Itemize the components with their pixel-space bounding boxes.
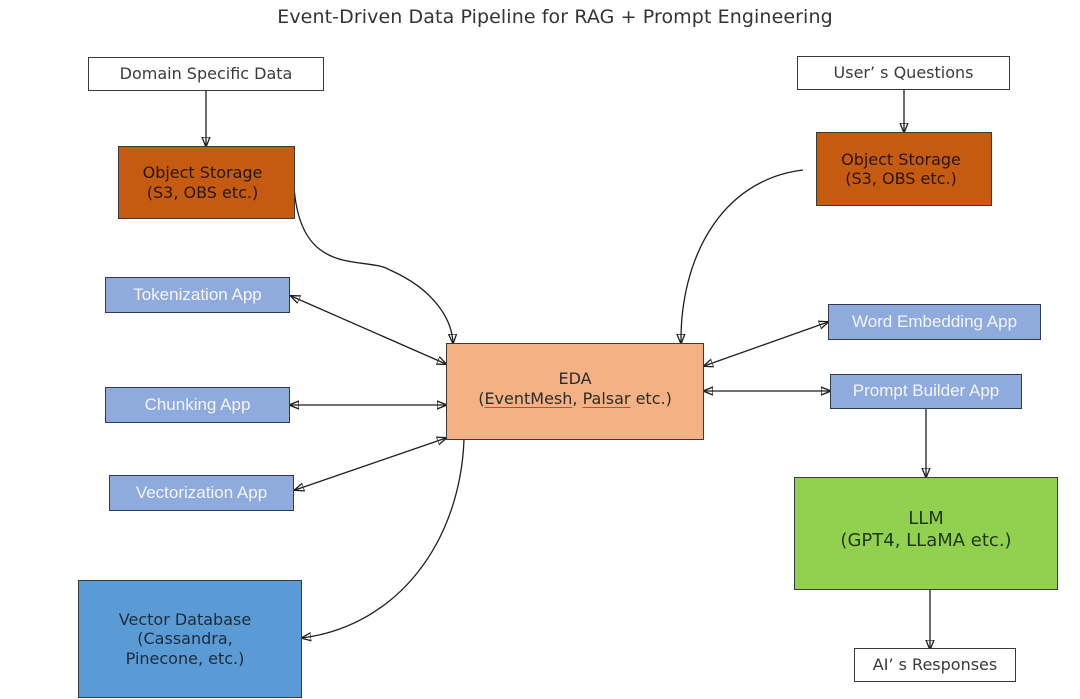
domain-specific-data-label: Domain Specific Data bbox=[119, 64, 293, 84]
word-embedding-app-node[interactable]: Word Embedding App bbox=[828, 304, 1041, 340]
eda-subtitle-open: ( bbox=[478, 388, 485, 408]
edge-eda-vectorization bbox=[295, 438, 446, 490]
object-storage-right-node[interactable]: Object Storage (S3, OBS etc.) bbox=[816, 132, 992, 206]
word-embedding-app-label: Word Embedding App bbox=[851, 311, 1018, 331]
eda-palsar: Palsar bbox=[582, 388, 631, 408]
user-questions-node[interactable]: User’ s Questions bbox=[797, 56, 1010, 90]
ai-responses-node[interactable]: AI’ s Responses bbox=[854, 648, 1016, 682]
vector-database-subtitle-1: (Cassandra, bbox=[137, 629, 233, 649]
edge-eda-to-vector-db bbox=[302, 439, 465, 638]
object-storage-left-subtitle: (S3, OBS etc.) bbox=[146, 182, 259, 202]
llm-title: LLM bbox=[908, 507, 944, 529]
eda-node[interactable]: EDA (EventMesh, Palsar etc.) bbox=[446, 343, 704, 440]
tokenization-app-label: Tokenization App bbox=[133, 284, 262, 304]
vector-database-subtitle-2: Pinecone, etc.) bbox=[125, 648, 245, 668]
edge-storage-left-to-eda bbox=[293, 185, 453, 343]
eda-subtitle: (EventMesh, Palsar etc.) bbox=[478, 389, 672, 408]
ai-responses-label: AI’ s Responses bbox=[872, 655, 998, 675]
vector-database-title: Vector Database bbox=[118, 610, 252, 630]
prompt-builder-app-node[interactable]: Prompt Builder App bbox=[830, 374, 1022, 409]
eda-title: EDA bbox=[558, 369, 592, 389]
chunking-app-node[interactable]: Chunking App bbox=[105, 387, 290, 423]
vectorization-app-label: Vectorization App bbox=[135, 482, 268, 502]
vectorization-app-node[interactable]: Vectorization App bbox=[109, 475, 294, 511]
edge-eda-word-embedding bbox=[704, 322, 828, 366]
object-storage-left-title: Object Storage bbox=[142, 163, 263, 183]
eda-eventmesh: EventMesh bbox=[484, 388, 573, 408]
user-questions-label: User’ s Questions bbox=[833, 63, 974, 83]
object-storage-right-subtitle: (S3, OBS etc.) bbox=[845, 169, 957, 188]
eda-subtitle-close: etc.) bbox=[630, 388, 672, 408]
object-storage-left-node[interactable]: Object Storage (S3, OBS etc.) bbox=[118, 146, 295, 219]
object-storage-right-title: Object Storage bbox=[841, 149, 961, 169]
vector-database-node[interactable]: Vector Database (Cassandra, Pinecone, et… bbox=[78, 580, 302, 698]
chunking-app-label: Chunking App bbox=[144, 394, 251, 414]
prompt-builder-app-label: Prompt Builder App bbox=[852, 381, 1000, 401]
edge-eda-tokenization bbox=[291, 296, 446, 364]
tokenization-app-node[interactable]: Tokenization App bbox=[105, 277, 290, 313]
diagram-title: Event-Driven Data Pipeline for RAG + Pro… bbox=[277, 6, 833, 28]
eda-subtitle-sep: , bbox=[572, 388, 583, 408]
edge-storage-right-to-eda bbox=[681, 169, 804, 343]
domain-specific-data-node[interactable]: Domain Specific Data bbox=[88, 57, 324, 91]
llm-node[interactable]: LLM (GPT4, LLaMA etc.) bbox=[794, 477, 1058, 590]
llm-subtitle: (GPT4, LLaMA etc.) bbox=[840, 529, 1012, 551]
